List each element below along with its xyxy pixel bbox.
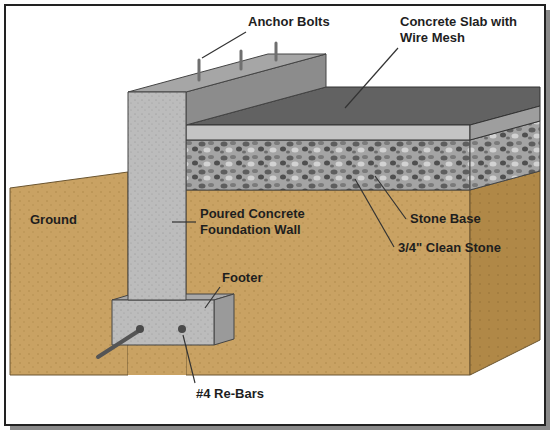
slab-side xyxy=(470,106,540,140)
wall-top xyxy=(128,54,326,92)
slab-front xyxy=(186,125,470,140)
rebar-end xyxy=(136,325,144,333)
callout-label: Anchor Bolts xyxy=(248,14,358,30)
callout-label: Ground xyxy=(30,212,110,228)
ground-left xyxy=(10,172,128,375)
callout-label: #4 Re-Bars xyxy=(196,386,306,402)
callout-label: Stone Base xyxy=(410,211,520,227)
callout-label: Concrete Slab with Wire Mesh xyxy=(400,14,520,46)
callout-label: 3/4" Clean Stone xyxy=(398,240,528,256)
rebar-rod xyxy=(98,330,140,357)
footer-side xyxy=(214,294,234,345)
leader-lines xyxy=(172,32,406,383)
frame xyxy=(5,5,545,425)
callout-label: Footer xyxy=(222,270,292,286)
rebar-end xyxy=(178,325,186,333)
ground-side xyxy=(470,171,540,375)
anchor-bolts xyxy=(199,43,276,80)
callout-label: Poured Concrete Foundation Wall xyxy=(200,206,330,238)
wall-front xyxy=(128,92,186,300)
stone-base xyxy=(186,140,470,190)
